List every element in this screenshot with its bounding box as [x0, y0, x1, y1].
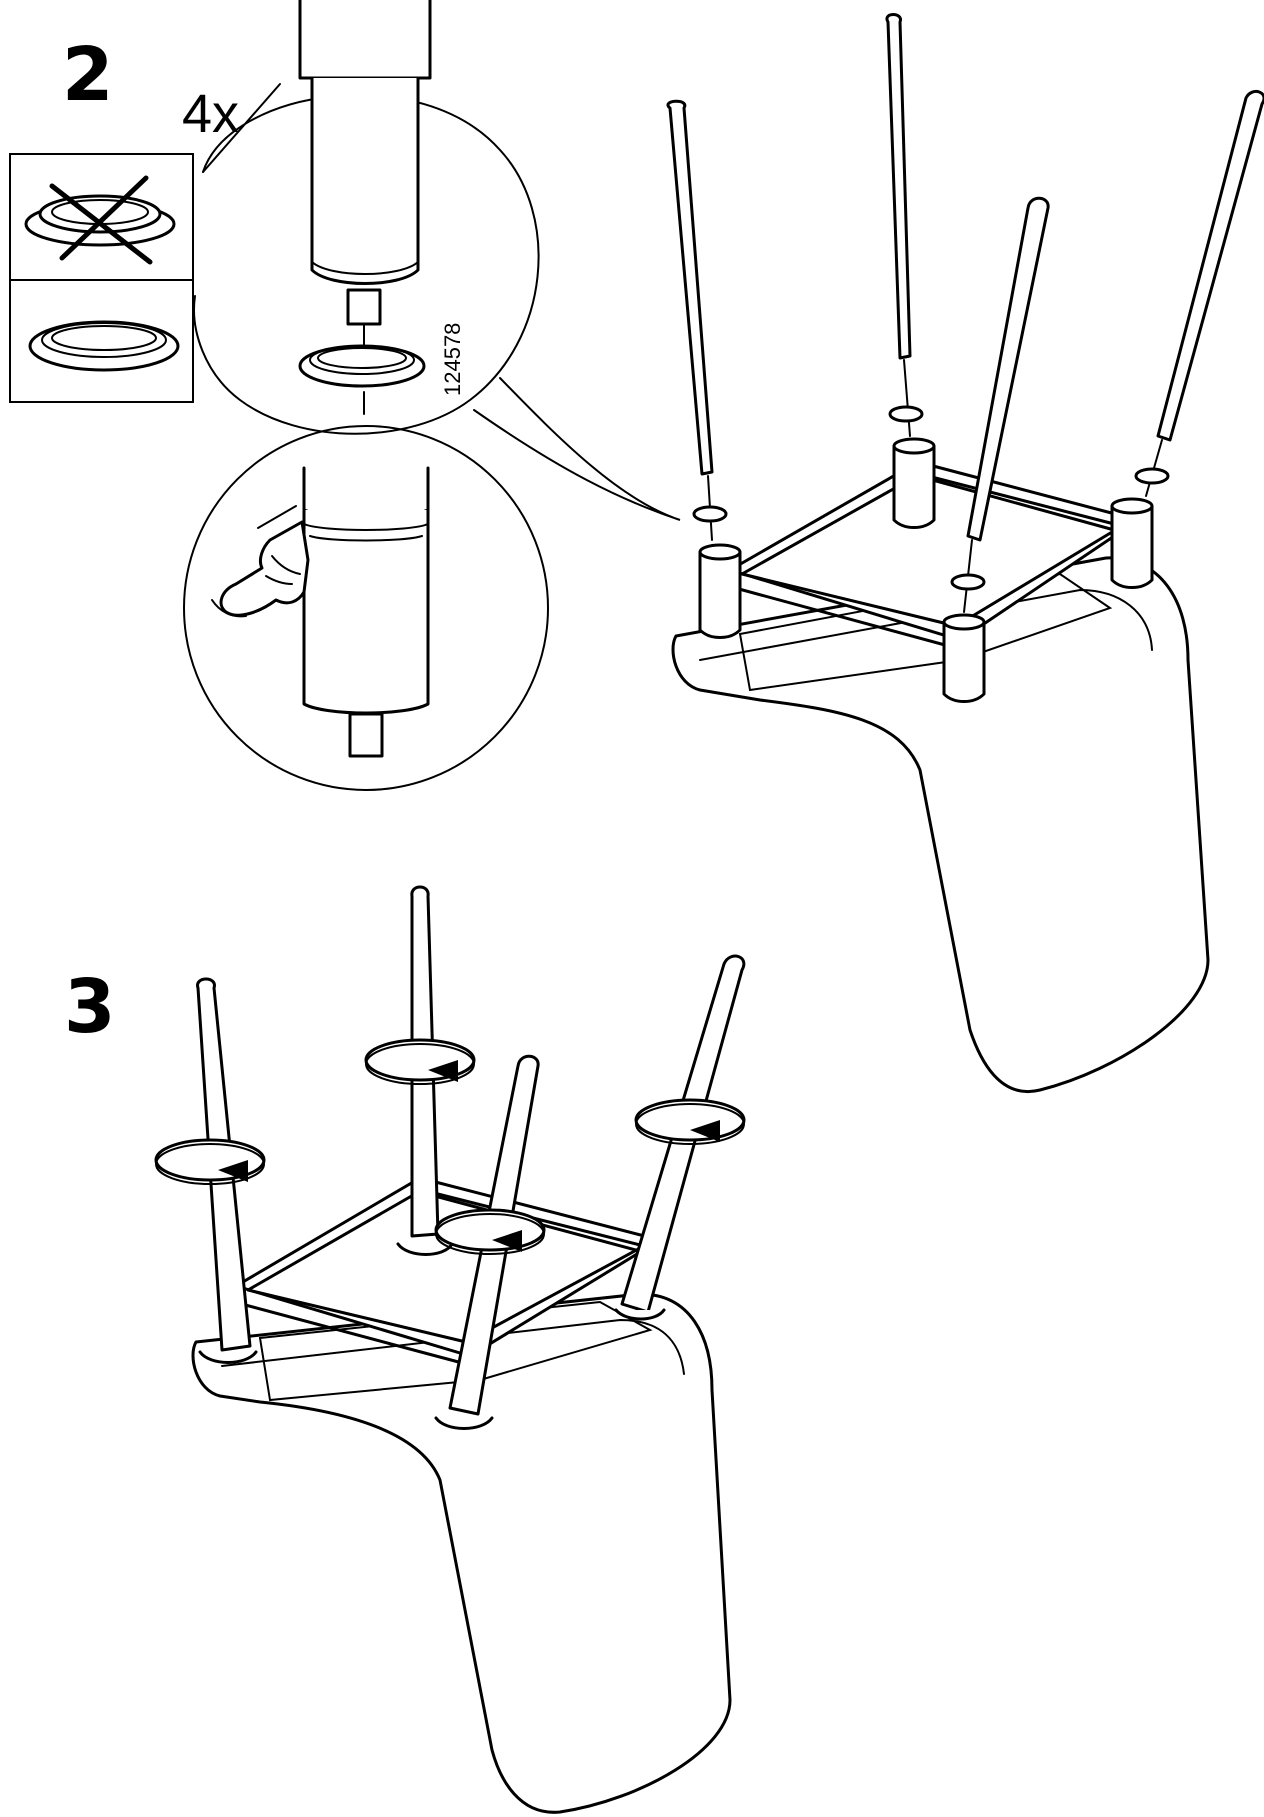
- callout-pointer: [473, 377, 681, 521]
- ring-crossed-icon: [24, 175, 176, 265]
- rotate-arrow-icon: [434, 1208, 546, 1255]
- part-number: 124578: [440, 323, 465, 396]
- rotate-arrow-icon: [364, 1038, 476, 1085]
- rotate-arrow-icon: [154, 1138, 266, 1185]
- rotate-arrow-icon: [634, 1098, 746, 1145]
- step-3-number: 3: [64, 964, 116, 1050]
- chair-sockets: [698, 437, 1154, 703]
- chair-seat: [671, 556, 1210, 1094]
- ring-part: [298, 344, 426, 388]
- chair-step-3: [154, 885, 746, 1814]
- step-2-number: 2: [62, 32, 114, 118]
- step-2: 2 4x: [9, 0, 1264, 1094]
- chair-step-2: [666, 13, 1264, 1094]
- chair-seat: [191, 1292, 732, 1814]
- rotate-arrows: [154, 1038, 746, 1255]
- hand-press-icon: [211, 505, 310, 618]
- step-3: 3: [64, 885, 746, 1814]
- ring-comparison-box: [9, 153, 194, 403]
- leg-detail-top: [298, 0, 432, 415]
- detail-circle-press-ring: [183, 425, 549, 791]
- ring-icon: [28, 320, 180, 372]
- ring-parts-step-2: [692, 405, 1170, 591]
- detail-circle-insert-ring: 124578: [193, 0, 540, 435]
